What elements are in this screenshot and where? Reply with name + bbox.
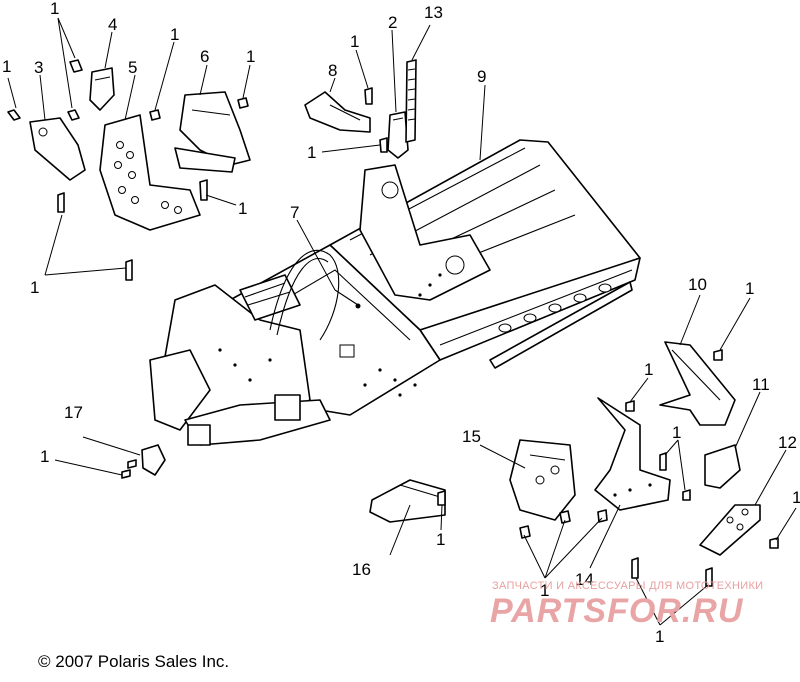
chassis-frame [149,139,641,446]
copyright-notice: © 2007 Polaris Sales Inc. [38,652,230,671]
callout-4: 4 [108,15,117,34]
callout-1: 1 [307,143,316,162]
callout-9: 9 [477,67,486,86]
watermark-brand: PARTSFOR.RU [490,592,744,630]
callout-14: 14 [575,570,594,589]
callout-labels: 1 1 3 4 5 1 6 1 1 1 8 1 2 13 9 1 7 10 1 … [2,0,800,646]
part-15-guard [509,439,576,521]
part-2-bracket [387,111,409,159]
watermark-tagline: ЗАПЧАСТИ И АКСЕССУАРЫ ДЛЯ МОТОТЕХНИКИ [492,580,764,592]
callout-8: 8 [328,61,337,80]
part-17-clip [141,444,166,476]
part-6-cover [174,91,251,173]
callout-1: 1 [644,360,653,379]
callout-1: 1 [672,423,681,442]
callout-17: 17 [64,403,83,422]
part-3-plate [29,117,86,181]
part-11-pad [704,444,741,489]
part-8-mount [304,91,371,133]
callout-1: 1 [436,530,445,549]
callout-7: 7 [290,203,299,222]
callout-1: 1 [40,447,49,466]
part-7-fastener [334,289,361,309]
callout-1: 1 [350,32,359,51]
callout-1: 1 [655,627,664,646]
callout-3: 3 [34,58,43,77]
callout-6: 6 [200,47,209,66]
part-10-panel [659,341,736,426]
callout-2: 2 [388,13,397,32]
callout-1: 1 [540,581,549,600]
part-4-bracket [89,67,115,111]
callout-1: 1 [2,57,11,76]
callout-5: 5 [128,58,137,77]
callout-1: 1 [792,488,800,507]
fasteners [7,59,779,587]
callout-15: 15 [462,427,481,446]
callout-1: 1 [170,25,179,44]
part-16-tray [369,479,446,523]
callout-1: 1 [50,0,59,18]
callout-1: 1 [246,47,255,66]
callout-1: 1 [30,278,39,297]
callout-1: 1 [745,279,754,298]
callout-13: 13 [424,3,443,22]
leader-lines [7,17,797,626]
callout-1: 1 [238,199,247,218]
part-14-bracket [594,397,671,511]
part-13-strap [405,59,417,143]
part-5-footrest [99,114,201,231]
callout-11: 11 [752,375,770,394]
callout-12: 12 [778,433,797,452]
callout-10: 10 [688,275,707,294]
part-12-plate [699,504,761,556]
callout-16: 16 [352,560,371,579]
